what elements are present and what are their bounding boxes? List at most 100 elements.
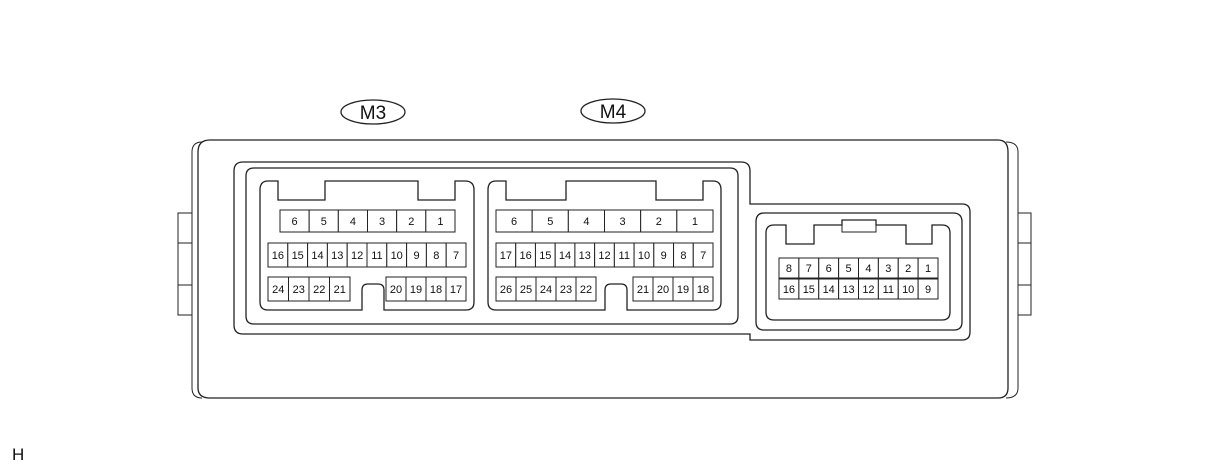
pin-cell: 1 — [917, 257, 939, 279]
pin-number: 17 — [450, 284, 462, 296]
pin-number: 14 — [823, 284, 835, 296]
pin-cell: 6 — [279, 209, 310, 233]
pin-number: 14 — [559, 250, 571, 262]
label-m4: M4 — [580, 98, 646, 124]
pin-number: 12 — [862, 284, 874, 296]
pin-cell: 18 — [425, 276, 447, 302]
pin-number: 21 — [637, 284, 649, 296]
pin-cell: 6 — [495, 209, 533, 233]
pin-number: 5 — [321, 216, 327, 228]
pin-number: 5 — [547, 216, 553, 228]
pin-number: 4 — [865, 263, 871, 275]
pin-cell: 14 — [554, 242, 576, 268]
pin-number: 2 — [656, 216, 662, 228]
pin-number: 12 — [598, 250, 610, 262]
pin-number: 8 — [786, 263, 792, 275]
pin-number: 7 — [453, 250, 459, 262]
pin-number: 22 — [580, 284, 592, 296]
pin-number: 3 — [620, 216, 626, 228]
pin-number: 7 — [806, 263, 812, 275]
pin-cell: 10 — [897, 278, 919, 300]
pin-number: 11 — [883, 284, 894, 296]
pin-number: 11 — [371, 250, 382, 262]
pin-cell: 2 — [396, 209, 427, 233]
pin-number: 21 — [334, 284, 346, 296]
pin-cell: 8 — [673, 242, 694, 268]
pin-number: 9 — [925, 284, 931, 296]
pin-number: 1 — [925, 263, 931, 275]
pin-cell: 9 — [406, 242, 427, 268]
pin-number: 16 — [783, 284, 795, 296]
pin-cell: 18 — [692, 276, 714, 302]
pin-number: 22 — [313, 284, 325, 296]
ecu-housing — [177, 139, 1032, 399]
pin-cell: 1 — [425, 209, 456, 233]
pin-cell: 6 — [818, 257, 840, 279]
pin-number: 7 — [700, 250, 706, 262]
pin-number: 15 — [292, 250, 304, 262]
pin-cell: 12 — [594, 242, 615, 268]
pin-number: 8 — [433, 250, 439, 262]
pin-cell: 17 — [495, 242, 517, 268]
pin-number: 13 — [579, 250, 591, 262]
pin-cell: 22 — [308, 276, 330, 302]
pin-number: 24 — [540, 284, 552, 296]
pin-cell: 20 — [385, 276, 407, 302]
pin-cell: 21 — [329, 276, 351, 302]
pin-number: 26 — [500, 284, 512, 296]
pin-cell: 15 — [287, 242, 309, 268]
pin-cell: 20 — [652, 276, 674, 302]
pin-cell: 13 — [838, 278, 859, 300]
pin-cell: 12 — [346, 242, 368, 268]
pin-number: 20 — [390, 284, 402, 296]
pin-cell: 3 — [367, 209, 398, 233]
pin-cell: 4 — [567, 209, 605, 233]
pin-cell: 4 — [858, 257, 879, 279]
pin-cell: 5 — [308, 209, 339, 233]
pin-number: 9 — [413, 250, 419, 262]
pin-number: 3 — [885, 263, 891, 275]
pin-number: 24 — [272, 284, 284, 296]
corner-mark: H — [12, 445, 24, 464]
pin-number: 10 — [902, 284, 914, 296]
pin-number: 10 — [391, 250, 403, 262]
pin-cell: 1 — [676, 209, 714, 233]
label-m4-text: M4 — [600, 102, 627, 123]
pin-cell: 13 — [326, 242, 348, 268]
label-m3: M3 — [340, 99, 406, 125]
pin-cell: 19 — [672, 276, 694, 302]
pin-number: 23 — [560, 284, 572, 296]
pin-number: 4 — [583, 216, 589, 228]
pin-number: 1 — [437, 216, 443, 228]
pin-cell: 11 — [877, 278, 899, 300]
pin-cell: 5 — [531, 209, 569, 233]
pin-cell: 16 — [515, 242, 536, 268]
pin-cell: 23 — [555, 276, 577, 302]
pin-cell: 14 — [307, 242, 328, 268]
pin-cell: 24 — [535, 276, 557, 302]
pin-number: 15 — [539, 250, 551, 262]
pin-number: 19 — [410, 284, 422, 296]
pin-number: 10 — [638, 250, 650, 262]
pin-number: 13 — [842, 284, 854, 296]
pin-cell: 21 — [632, 276, 654, 302]
pin-cell: 17 — [445, 276, 467, 302]
pin-cell: 25 — [515, 276, 537, 302]
pin-cell: 11 — [613, 242, 635, 268]
pin-number: 3 — [379, 216, 385, 228]
pin-cell: 22 — [575, 276, 597, 302]
pin-cell: 8 — [778, 257, 800, 279]
pin-cell: 2 — [897, 257, 919, 279]
pin-number: 16 — [272, 250, 284, 262]
pin-number: 6 — [826, 263, 832, 275]
pin-number: 25 — [520, 284, 532, 296]
pin-cell: 14 — [818, 278, 840, 300]
pin-number: 20 — [657, 284, 669, 296]
pin-number: 6 — [511, 216, 517, 228]
pin-number: 16 — [519, 250, 531, 262]
pin-cell: 7 — [445, 242, 467, 268]
